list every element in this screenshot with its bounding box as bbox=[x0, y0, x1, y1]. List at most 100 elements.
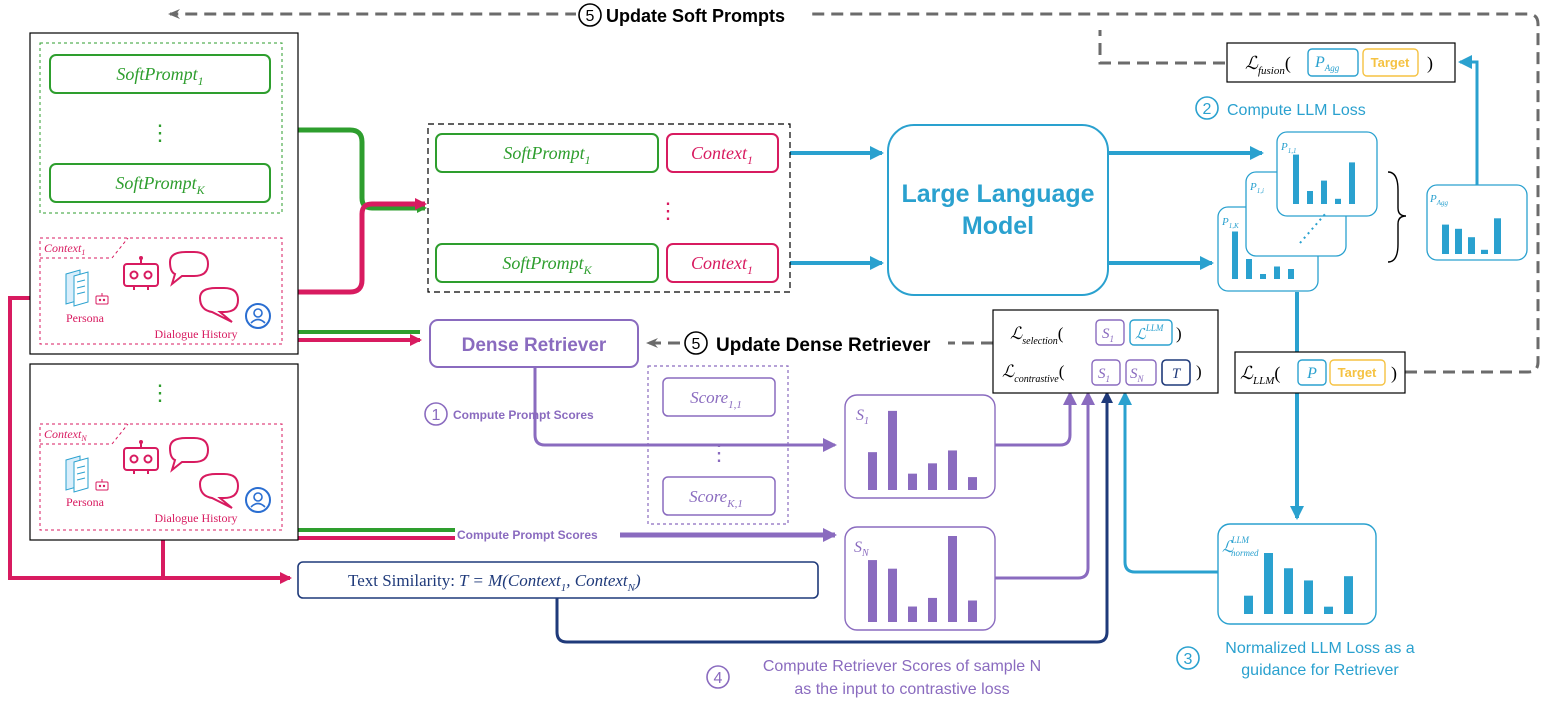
softprompt1-box[interactable] bbox=[49, 54, 271, 94]
navy-similarity-loss bbox=[555, 391, 1113, 644]
chart-bar bbox=[868, 560, 877, 622]
p-stack-dots bbox=[1299, 212, 1327, 244]
input-softprompt1-label: SoftPrompt1 bbox=[503, 143, 590, 167]
chart-bar bbox=[1284, 568, 1293, 614]
p11-bars bbox=[1293, 154, 1355, 204]
step5-number-soft: 5 bbox=[586, 8, 595, 25]
chart-bar bbox=[928, 597, 937, 622]
normed-loss-card bbox=[1217, 523, 1377, 625]
p1i-title: P1,i bbox=[1249, 181, 1264, 195]
selection-loss-L: ℒselection( bbox=[1010, 324, 1064, 347]
text-similarity-box[interactable] bbox=[297, 561, 819, 599]
chart-bar bbox=[1494, 218, 1501, 254]
step4-number: 4 bbox=[714, 670, 723, 687]
p1K-title: P1,K bbox=[1221, 216, 1239, 230]
softpromptK-box[interactable] bbox=[49, 163, 271, 203]
step2-circle bbox=[1195, 96, 1219, 120]
s1-chip bbox=[1095, 319, 1125, 346]
step3-number: 3 bbox=[1184, 651, 1193, 668]
p11-title: P1,1 bbox=[1280, 141, 1296, 155]
purple-s1-loss bbox=[995, 391, 1077, 447]
pagg-chip-label: PAgg bbox=[1314, 54, 1340, 73]
speech-bubble-icon bbox=[168, 437, 210, 473]
step1-circle bbox=[424, 402, 448, 426]
s1-chip-2 bbox=[1091, 359, 1121, 386]
chart-bar bbox=[908, 606, 917, 622]
speech-bubble-icon-2 bbox=[198, 287, 240, 323]
small-robot-icon bbox=[95, 479, 109, 491]
llm-label-line2: Model bbox=[962, 212, 1034, 240]
purple-retriever-scores bbox=[533, 367, 837, 452]
dialogue-history-label-N: Dialogue History bbox=[155, 511, 238, 525]
sn-chip bbox=[1125, 359, 1157, 386]
user-icon bbox=[245, 487, 271, 513]
score11-label: Score1,1 bbox=[690, 388, 742, 411]
red-similarity-loop bbox=[8, 296, 292, 584]
fusion-loop-path bbox=[1098, 30, 1225, 65]
target-chip bbox=[1362, 48, 1419, 77]
lllm-chip bbox=[1129, 319, 1173, 346]
compute-prompt-scores-label-2: Compute Prompt Scores bbox=[457, 528, 598, 542]
sn-chip-label: SN bbox=[1130, 366, 1145, 384]
chart-bar bbox=[948, 536, 957, 622]
chart-bar bbox=[1455, 228, 1462, 254]
input-context1-label: Context1 bbox=[691, 143, 753, 167]
context1-group bbox=[39, 237, 283, 345]
document-icon bbox=[65, 455, 89, 493]
score11-box[interactable] bbox=[662, 377, 776, 417]
chart-bar bbox=[1264, 553, 1273, 614]
contrastive-paren-close: ) bbox=[1196, 362, 1202, 381]
input-softprompt1[interactable] bbox=[435, 133, 659, 173]
softpromptK-label: SoftPromptK bbox=[115, 173, 205, 197]
sn-bars bbox=[868, 536, 977, 622]
persona-label-N: Persona bbox=[66, 495, 105, 509]
small-robot-icon bbox=[95, 293, 109, 305]
target-chip-label: Target bbox=[1371, 55, 1410, 70]
context1-tab-label: Context1 bbox=[44, 241, 85, 257]
update-soft-prompts-label: Update Soft Prompts bbox=[606, 6, 785, 26]
dense-retriever-label: Dense Retriever bbox=[462, 335, 607, 356]
input-context1-k-label: Context1 bbox=[691, 253, 753, 277]
step5-circle-retriever bbox=[684, 331, 708, 355]
normalized-label-line1: Normalized LLM Loss as a bbox=[1225, 640, 1415, 657]
chart-bar bbox=[928, 463, 937, 490]
p-chip-label: P bbox=[1306, 365, 1317, 382]
scoreK1-box[interactable] bbox=[662, 476, 776, 516]
text-similarity-label: Text Similarity:T = M(Context1, ContextN… bbox=[348, 571, 641, 594]
chart-bar bbox=[1246, 259, 1252, 279]
softprompt-group bbox=[39, 42, 283, 214]
llm-box[interactable] bbox=[887, 124, 1109, 296]
dialogue-history-label: Dialogue History bbox=[155, 327, 238, 341]
input-context1[interactable] bbox=[666, 133, 779, 173]
chart-bar bbox=[1244, 595, 1253, 614]
input-softpromptK[interactable] bbox=[435, 243, 659, 283]
contextN-group bbox=[39, 423, 283, 531]
speech-bubble-icon-2 bbox=[198, 473, 240, 509]
sn-chart-card bbox=[844, 526, 996, 631]
step5-number-retriever: 5 bbox=[692, 336, 701, 353]
pagg-card bbox=[1426, 184, 1528, 261]
llm-loss-paren-close: ) bbox=[1391, 363, 1397, 384]
contrastive-loss-L: ℒcontrastive( bbox=[1002, 362, 1065, 385]
vdots-input: ⋮ bbox=[657, 198, 679, 223]
input-context1-k[interactable] bbox=[666, 243, 779, 283]
compute-prompt-scores-label: Compute Prompt Scores bbox=[453, 408, 594, 422]
normed-bars bbox=[1244, 553, 1353, 614]
vdots-score: ⋮ bbox=[708, 440, 730, 465]
chart-bar bbox=[1307, 191, 1313, 204]
pagg-bars bbox=[1442, 218, 1501, 254]
document-icon bbox=[65, 269, 89, 307]
update-dense-retriever-label: Update Dense Retriever bbox=[716, 335, 931, 356]
step1-number: 1 bbox=[432, 407, 441, 424]
input-softpromptK-label: SoftPromptK bbox=[502, 253, 592, 277]
red-context-connector bbox=[298, 198, 427, 295]
vdots: ⋮ bbox=[149, 120, 171, 145]
chart-bar bbox=[1321, 180, 1327, 204]
llm-input-group bbox=[427, 123, 791, 293]
chart-bar bbox=[888, 410, 897, 490]
pagg-chip bbox=[1307, 48, 1359, 77]
dense-retriever-box[interactable] bbox=[429, 319, 639, 368]
green-softprompt-connector bbox=[298, 127, 427, 213]
